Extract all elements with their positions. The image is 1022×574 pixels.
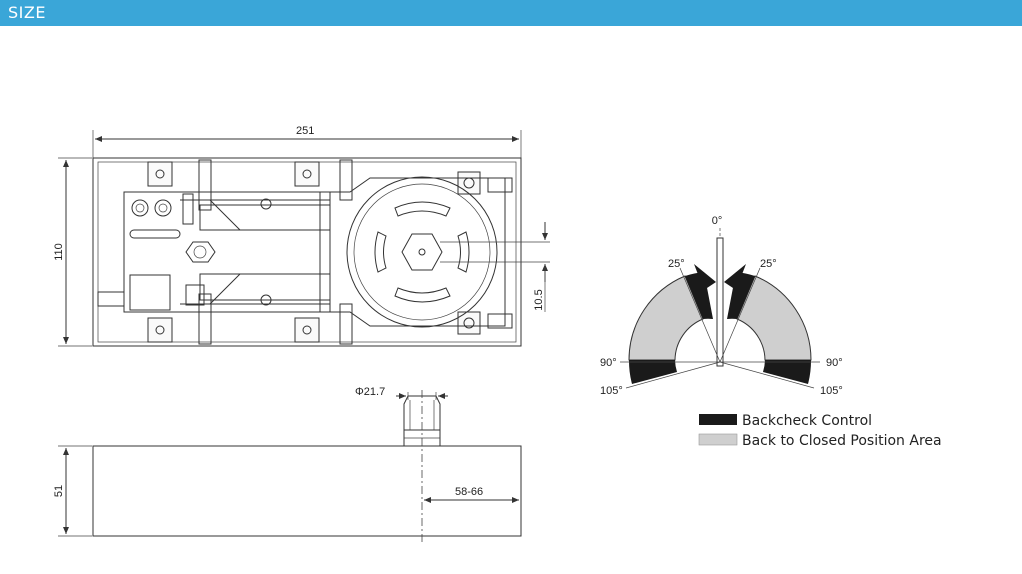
width-dimension-label: 110 [53, 243, 65, 261]
spindle-top [401, 233, 443, 271]
closed-area-right [736, 275, 812, 361]
angle-diagram: 0° 25° 25° 90° 90° 105° 105° Backcheck C… [600, 215, 942, 449]
angle-105-left-label: 105° [600, 385, 623, 397]
angle-25-right-label: 25° [760, 258, 777, 270]
closer-body-side [92, 445, 522, 537]
length-dimension-label: 251 [296, 125, 314, 137]
closer-body-outline [92, 157, 522, 347]
top-view: 251 110 [53, 125, 550, 347]
angle-0-label: 0° [712, 215, 723, 227]
angle-25-left-label: 25° [668, 258, 685, 270]
angle-90-left-label: 90° [600, 357, 617, 369]
arrow-right-icon [724, 264, 746, 290]
angle-90-right-label: 90° [826, 357, 843, 369]
legend-swatch-backcheck [699, 414, 737, 425]
offset-dimension-label: 10.5 [533, 289, 545, 310]
backcheck-bottom-right [763, 360, 812, 384]
closed-area-left [628, 275, 704, 361]
legend-label-backcheck: Backcheck Control [742, 413, 872, 429]
cam-housing [346, 176, 498, 328]
legend-swatch-closed-area [698, 433, 738, 446]
height-dimension-label: 51 [53, 485, 65, 497]
angle-105-right-label: 105° [820, 385, 843, 397]
header-bar [0, 0, 1022, 26]
arrow-left-icon [694, 264, 716, 290]
legend-label-closed-area: Back to Closed Position Area [742, 433, 942, 449]
spindle-distance-label: 58-66 [455, 486, 483, 498]
header-title: SIZE [8, 3, 46, 22]
side-view: Φ21.7 51 58-66 [53, 386, 522, 545]
door-leaf [716, 237, 724, 367]
spindle-diameter-label: Φ21.7 [355, 386, 385, 398]
backcheck-bottom-left [628, 360, 677, 384]
